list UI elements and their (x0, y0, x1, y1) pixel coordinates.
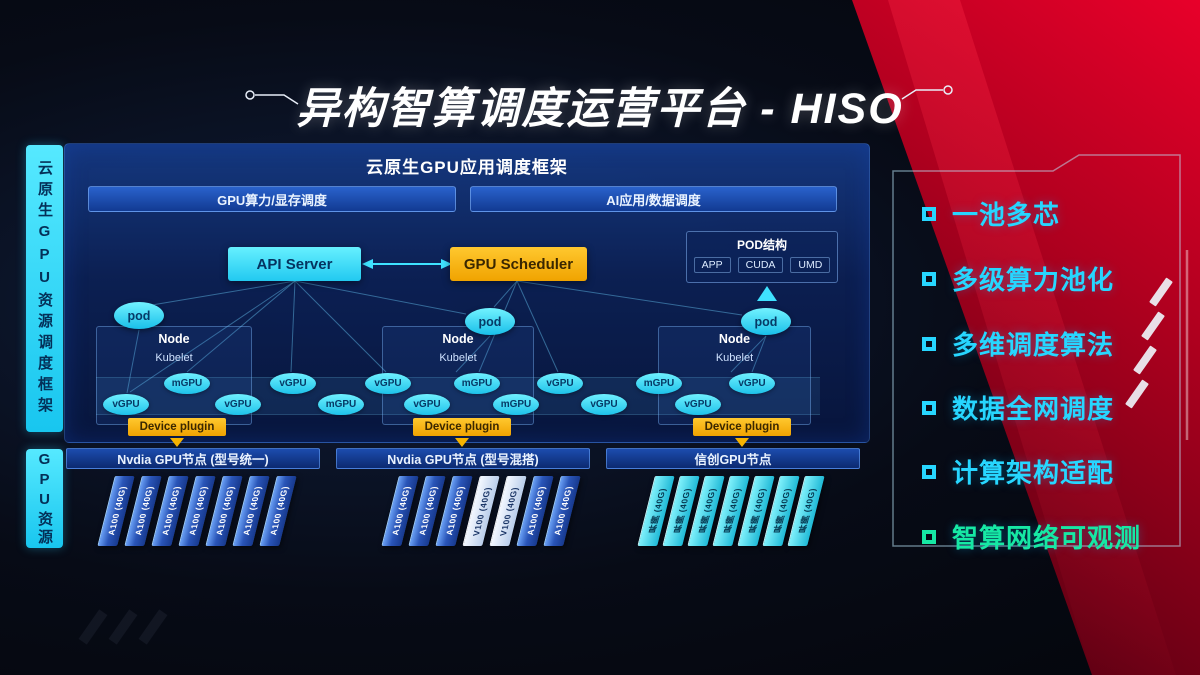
square-bullet-icon (922, 529, 936, 544)
kubelet-label: Kubelet (715, 352, 754, 364)
pod-structure-title: POD结构 (736, 238, 787, 252)
node-type-bar-nvidia-mixed: Nvdia GPU节点 (型号混搭) (336, 448, 590, 469)
pod-ellipse: pod (465, 308, 515, 335)
pod-layer-cuda: CUDA (737, 257, 784, 273)
sidebar-tab-framework: 云原生GPU资源调度框架 (26, 145, 63, 432)
gpu-ellipse: vGPU (675, 394, 721, 415)
node-label: Node (442, 332, 474, 346)
gpu-ellipse: vGPU (103, 394, 149, 415)
gpu-ellipse: vGPU (537, 373, 583, 394)
pod-structure-box: POD结构 APP CUDA UMD (686, 231, 838, 283)
chevron-decoration-icon (138, 609, 168, 645)
chevron-decoration-icon (108, 609, 138, 645)
framework-panel-title: 云原生GPU应用调度框架 (366, 158, 568, 177)
node-label: Node (158, 332, 190, 346)
feature-label: 多维调度算法 (952, 330, 1115, 360)
feature-item: 多级算力池化 (922, 260, 1114, 297)
square-bullet-icon (922, 336, 936, 351)
feature-item: 多维调度算法 (922, 325, 1114, 362)
square-bullet-icon (922, 271, 936, 286)
gpu-ellipse: mGPU (164, 373, 210, 394)
api-server-box: API Server (228, 247, 361, 281)
pod-ellipse: pod (741, 308, 791, 335)
device-plugin-box: Device plugin (128, 418, 226, 436)
feature-item: 数据全网调度 (922, 389, 1114, 426)
node-label: Node (718, 332, 751, 346)
feature-item: 一池多芯 (922, 195, 1060, 232)
gpu-ellipse: mGPU (318, 394, 364, 415)
feature-item: 智算网络可观测 (922, 518, 1141, 555)
gpu-ellipse: mGPU (454, 373, 500, 394)
gpu-ellipse: mGPU (493, 394, 539, 415)
gpu-ellipse: vGPU (365, 373, 411, 394)
device-plugin-box: Device plugin (693, 418, 791, 436)
feature-label: 计算架构适配 (952, 458, 1115, 488)
page-title: 异构智算调度运营平台 - HISO (296, 85, 904, 133)
node-type-bar-xinchuang: 信创GPU节点 (606, 448, 860, 469)
device-plugin-box: Device plugin (413, 418, 511, 436)
feature-label: 智算网络可观测 (952, 523, 1142, 553)
square-bullet-icon (922, 464, 936, 479)
scheduling-bar-ai: AI应用/数据调度 (470, 186, 837, 212)
square-bullet-icon (922, 206, 936, 221)
kubelet-label: Kubelet (439, 352, 477, 364)
kubelet-label: Kubelet (155, 352, 193, 364)
gpu-scheduler-box: GPU Scheduler (450, 247, 587, 281)
gpu-ellipse: mGPU (636, 373, 682, 394)
gpu-ellipse: vGPU (404, 394, 450, 415)
feature-label: 一池多芯 (952, 200, 1061, 230)
pod-layer-app: APP (693, 257, 731, 273)
gpu-ellipse: vGPU (581, 394, 627, 415)
gpu-ellipse: vGPU (729, 373, 775, 394)
gpu-ellipse: vGPU (270, 373, 316, 394)
gpu-ellipse: vGPU (215, 394, 261, 415)
square-bullet-icon (922, 400, 936, 415)
feature-label: 多级算力池化 (952, 265, 1115, 295)
pod-ellipse: pod (114, 302, 164, 329)
feature-label: 数据全网调度 (952, 394, 1115, 424)
sidebar-tab-gpu-resources: GPU资源 (26, 449, 63, 548)
node-type-bar-nvidia-uniform: Nvdia GPU节点 (型号统一) (66, 448, 320, 469)
chevron-decoration-icon (78, 609, 108, 645)
feature-item: 计算架构适配 (922, 453, 1114, 490)
pod-layer-umd: UMD (790, 257, 831, 273)
scheduling-bar-gpu: GPU算力/显存调度 (88, 186, 456, 212)
